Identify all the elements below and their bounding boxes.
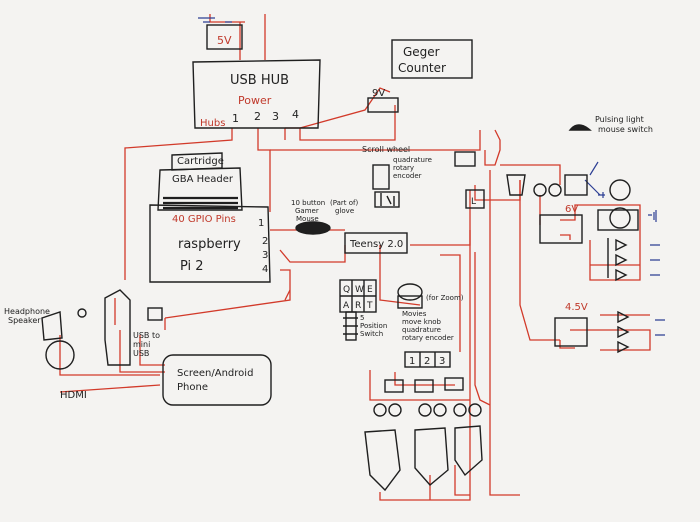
raspberry-pi-box xyxy=(149,204,271,283)
mouse-label-2: Gamer xyxy=(295,207,319,215)
45v-relay xyxy=(554,317,588,347)
switch-label-2: Position xyxy=(360,322,387,330)
teensy-box xyxy=(344,232,408,254)
scroll-label-2: quadrature xyxy=(393,156,432,164)
diagram-labels: 5V USB HUB Power Hubs 1 2 3 4 Geger Coun… xyxy=(4,34,653,401)
battery-box xyxy=(206,24,243,50)
raspberry-label-2: Pi 2 xyxy=(180,259,204,274)
scroll-label-3: rotary xyxy=(393,164,414,172)
rpi-port-2: 2 xyxy=(262,236,268,247)
teensy-label: Teensy 2.0 xyxy=(349,239,403,250)
block-3: 3 xyxy=(439,356,445,367)
geiger-label-2: Counter xyxy=(398,61,446,75)
rpi-port-1: 1 xyxy=(258,218,264,229)
numbered-blocks xyxy=(404,351,451,368)
raspberry-label-1: raspberry xyxy=(178,237,241,252)
scroll-label-1: Scroll wheel xyxy=(362,145,410,154)
headphone-label-2: Speaker xyxy=(8,316,41,325)
key-q: Q xyxy=(343,285,350,295)
headphone-label-1: Headphone xyxy=(4,307,50,316)
pulsing-label-1: Pulsing light xyxy=(595,115,644,124)
usb-hub-hubs: Hubs xyxy=(200,118,225,129)
geiger-label-1: Geger xyxy=(403,45,440,59)
hub-port-3: 3 xyxy=(272,110,279,123)
gba-header-box xyxy=(157,167,243,211)
knob-label-1: Movies xyxy=(402,310,427,318)
battery-label: 5V xyxy=(217,34,232,47)
hdmi-label: HDMI xyxy=(60,390,87,401)
screen-phone-box xyxy=(162,354,272,406)
usb-hub-box xyxy=(192,59,321,129)
6v-label: 6V xyxy=(565,204,578,215)
gba-header-label: GBA Header xyxy=(172,174,234,185)
components xyxy=(41,24,639,492)
rpi-port-3: 3 xyxy=(262,250,268,261)
ground-marks xyxy=(198,17,665,336)
screen-label-1: Screen/Android xyxy=(177,368,253,379)
switch-label-3: Switch xyxy=(360,330,383,338)
pulsing-label-2: mouse switch xyxy=(598,125,653,134)
45v-label: 4.5V xyxy=(565,302,588,313)
block-1: 1 xyxy=(409,356,415,367)
geiger-box xyxy=(391,39,473,79)
knob-label-2: move knob xyxy=(402,318,442,326)
mouse-label-3: Mouse xyxy=(296,215,319,223)
gpio-label: 40 GPIO Pins xyxy=(172,214,236,225)
power-wires xyxy=(59,14,651,501)
hub-port-1: 1 xyxy=(232,112,239,125)
screen-label-2: Phone xyxy=(177,382,208,393)
mouse-label-1: 10 button xyxy=(291,199,325,207)
switch-label-1: 5 xyxy=(360,314,364,322)
usb-hub-title: USB HUB xyxy=(230,73,289,88)
zoom-label: (for Zoom) xyxy=(426,294,464,302)
hub-port-2: 2 xyxy=(254,110,261,123)
glove-label-1: (Part of) xyxy=(330,199,359,207)
key-a: A xyxy=(343,301,350,311)
key-w: W xyxy=(355,285,364,295)
knob-label-3: quadrature xyxy=(402,326,441,334)
usb-mini-label-1: USB to xyxy=(133,331,160,340)
usb-mini-label-2: mini xyxy=(133,340,150,349)
9v-label: 9V xyxy=(372,88,385,99)
6v-relay xyxy=(539,214,583,244)
cartridge-label: Cartridge xyxy=(177,156,224,167)
usb-mini-label-3: USB xyxy=(133,349,149,358)
scroll-label-4: encoder xyxy=(393,172,422,180)
l-label: L xyxy=(471,197,476,207)
glove-label-2: glove xyxy=(335,207,354,215)
usb-hub-power: Power xyxy=(238,94,272,107)
hub-port-4: 4 xyxy=(292,108,299,121)
rpi-port-4: 4 xyxy=(262,264,268,275)
key-t: T xyxy=(366,301,373,311)
key-r: R xyxy=(355,301,361,311)
knob-label-4: rotary encoder xyxy=(402,334,454,342)
key-e: E xyxy=(367,285,373,295)
block-2: 2 xyxy=(424,356,430,367)
